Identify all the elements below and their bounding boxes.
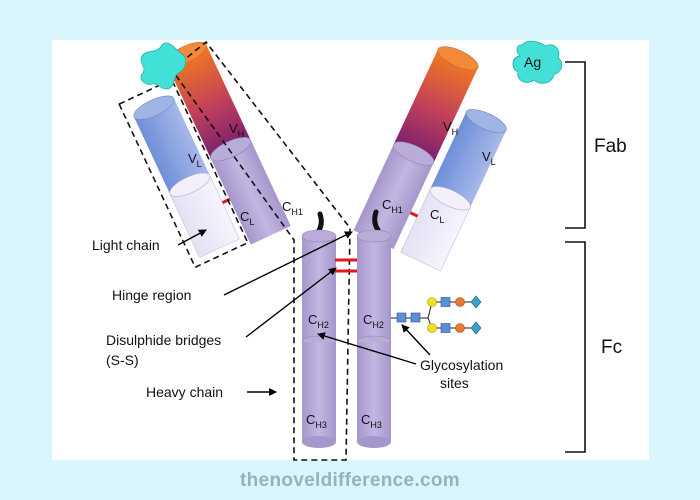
left-antigen-shape bbox=[140, 42, 186, 90]
right-vl-domain bbox=[430, 109, 507, 208]
ch2-right-label: CH2 bbox=[363, 312, 384, 330]
cl-left-label: CL bbox=[240, 209, 254, 227]
glycosylation-arrow-left bbox=[317, 332, 417, 365]
fc-right-column bbox=[356, 229, 392, 448]
glycan-circle-mannose-2 bbox=[427, 323, 437, 333]
ch1-left-label: CH1 bbox=[282, 199, 303, 217]
disulphide-label-line1: Disulphide bridges bbox=[106, 332, 221, 348]
left-fab-arm bbox=[118, 41, 291, 269]
left-cl-domain bbox=[169, 172, 240, 258]
right-cl-domain bbox=[400, 186, 471, 272]
vh-right-label: VH bbox=[443, 119, 458, 137]
heavy-chain-dashed-box bbox=[170, 40, 351, 461]
glycosylation-arrow-right bbox=[401, 324, 431, 356]
right-antigen-shape bbox=[512, 40, 563, 84]
glycan-square-4 bbox=[440, 323, 451, 333]
heavy-chain-label: Heavy chain bbox=[146, 384, 223, 400]
fab-bracket bbox=[565, 61, 586, 229]
ch3-left-label: CH3 bbox=[306, 412, 327, 430]
vl-left-label: VL bbox=[188, 151, 202, 169]
fc-label: Fc bbox=[601, 337, 622, 358]
disulphide-label-line2: (S-S) bbox=[106, 352, 139, 368]
ch3-right-label: CH3 bbox=[361, 412, 382, 430]
right-interchain-disulfide bbox=[409, 211, 419, 218]
glycan-circle-mannose-1 bbox=[427, 297, 437, 307]
light-chain-label: Light chain bbox=[92, 237, 160, 253]
fc-bracket bbox=[565, 241, 586, 453]
disulphide-arrow bbox=[245, 267, 337, 338]
footer-watermark: thenoveldifference.com bbox=[240, 470, 460, 491]
vh-left-label: VH bbox=[229, 121, 244, 139]
vl-right-label: VL bbox=[482, 149, 496, 167]
light-chain-arrow bbox=[177, 229, 207, 246]
glycan-square-1 bbox=[396, 312, 407, 323]
antigen-label: Ag bbox=[524, 54, 541, 70]
cl-right-label: CL bbox=[430, 207, 444, 225]
right-vh-domain bbox=[393, 46, 479, 163]
ch2-left-label: CH2 bbox=[308, 312, 329, 330]
ch1-right-label: CH1 bbox=[382, 197, 403, 215]
glycan-circle-galactose-2 bbox=[455, 323, 465, 333]
hinge-region-arrow bbox=[223, 231, 353, 296]
left-ch1-domain bbox=[210, 137, 291, 245]
fc-left-column bbox=[301, 229, 337, 448]
glycosylation-label-line1: Glycosylation bbox=[420, 357, 503, 373]
glycan-square-2 bbox=[410, 312, 421, 323]
glycan-square-3 bbox=[440, 297, 451, 307]
glycan-circle-galactose-1 bbox=[455, 297, 465, 307]
left-vl-domain bbox=[133, 95, 210, 195]
right-hinge-segment bbox=[372, 209, 381, 233]
glycan-chain bbox=[391, 295, 482, 335]
glycan-diamond-2 bbox=[470, 321, 482, 335]
fab-label: Fab bbox=[594, 136, 627, 157]
hinge-region-label: Hinge region bbox=[112, 287, 191, 303]
glycan-diamond-1 bbox=[470, 295, 482, 309]
glycosylation-label-line2: sites bbox=[440, 375, 469, 391]
